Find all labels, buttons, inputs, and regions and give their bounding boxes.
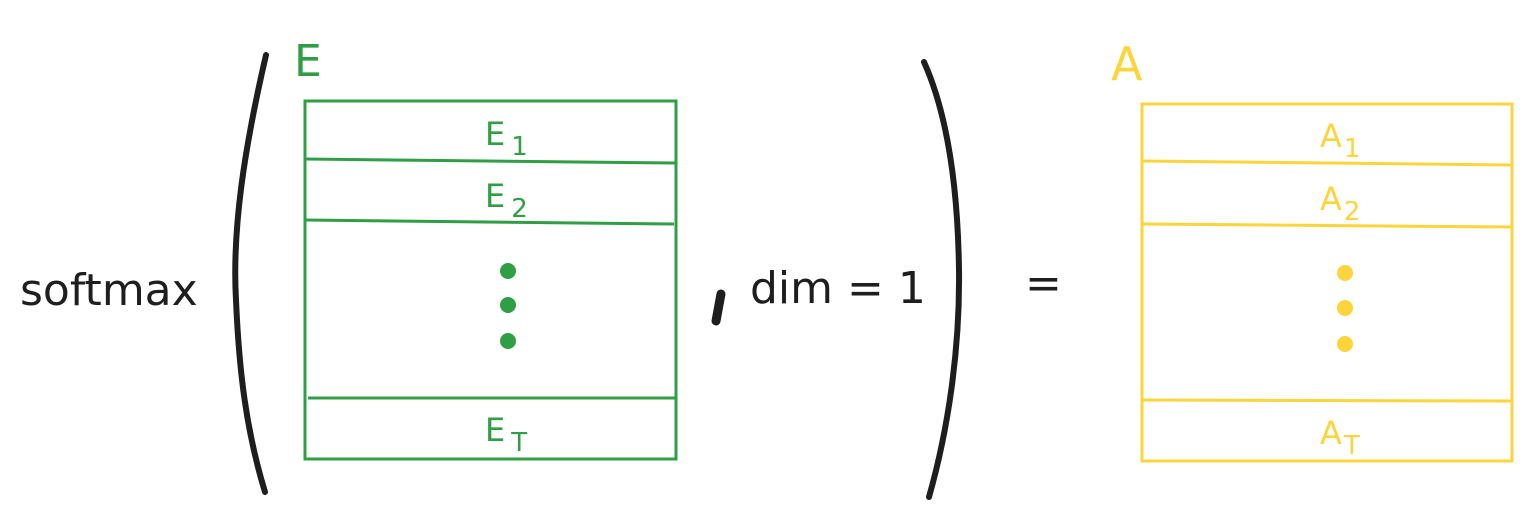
softmax-label: softmax (20, 265, 198, 316)
equals-sign: = (1025, 258, 1062, 309)
dim-argument: dim = 1 (750, 263, 926, 314)
left-parenthesis (232, 52, 269, 495)
input-row-divider (304, 218, 675, 226)
input-matrix-title: E (294, 36, 322, 87)
output-row-divider (1142, 398, 1512, 403)
right-parenthesis (921, 59, 963, 500)
output-matrix-title: A (1111, 37, 1143, 91)
output-row-divider (1141, 222, 1512, 229)
input-ellipsis-dot (500, 333, 516, 349)
output-row-1-label: A1 (1320, 117, 1360, 164)
output-ellipsis-dot (1337, 336, 1353, 352)
output-ellipsis-dot (1337, 265, 1353, 281)
output-row-2-label: A2 (1320, 180, 1360, 227)
output-row-t-label: AT (1320, 414, 1360, 461)
input-row-divider (304, 157, 676, 165)
input-ellipsis-dot (500, 263, 516, 279)
input-ellipsis-dot (500, 297, 516, 313)
output-matrix: A1 A2 AT (1140, 102, 1514, 463)
input-matrix-frame (303, 99, 678, 461)
comma-mark (711, 289, 726, 326)
output-row-divider (1141, 159, 1512, 167)
output-ellipsis-dot (1337, 300, 1353, 316)
output-matrix-frame (1140, 102, 1514, 463)
